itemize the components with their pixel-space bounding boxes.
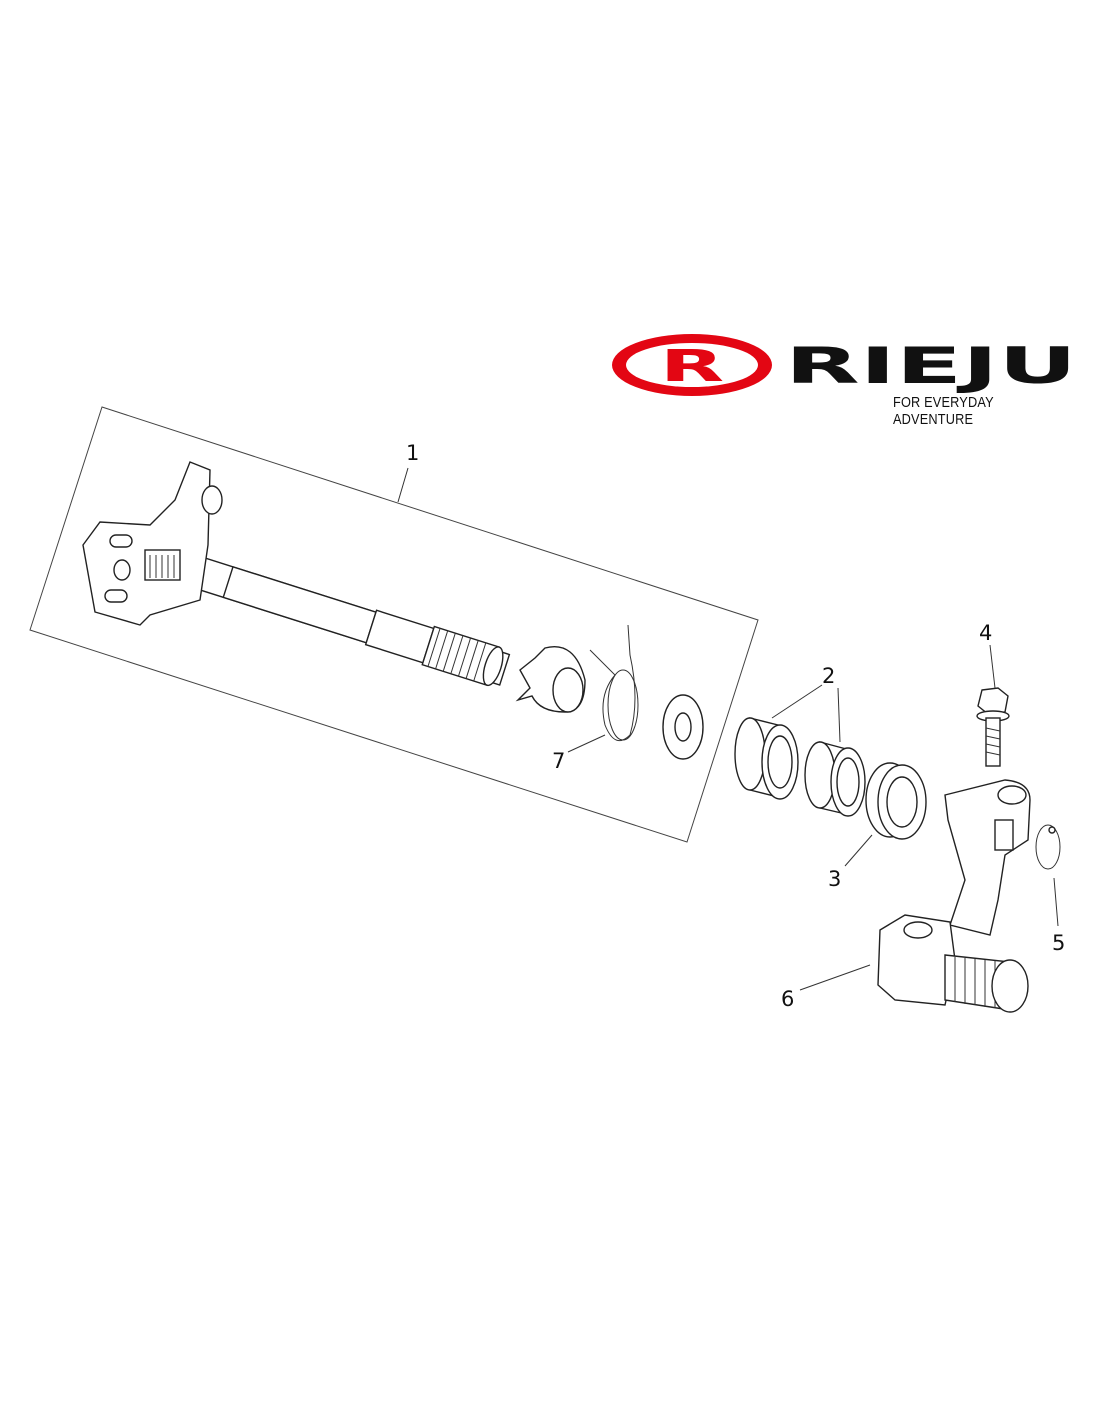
spring — [589, 624, 639, 742]
needle-bearing-a — [734, 717, 799, 800]
flange-bolt — [976, 687, 1010, 767]
washer — [662, 694, 704, 760]
callout-2: 2 — [822, 664, 835, 688]
callout-6: 6 — [781, 987, 794, 1011]
needle-bearing-b — [804, 741, 866, 817]
callout-1: 1 — [406, 441, 419, 465]
brand-tagline: FOR EVERYDAY ADVENTURE — [893, 394, 994, 428]
leader-lines — [397, 467, 1059, 991]
callout-4: 4 — [979, 621, 992, 645]
ratchet-collar — [515, 646, 586, 713]
kickstart-shaft — [184, 553, 511, 687]
oil-seal — [865, 762, 927, 840]
logo-wordmark: RIEJU — [785, 337, 1077, 395]
callout-5: 5 — [1052, 931, 1065, 955]
assembly-boundary — [29, 406, 759, 843]
logo-r: R — [660, 340, 724, 391]
rieju-logo: R RIEJU — [612, 334, 1077, 396]
callout-7: 7 — [552, 749, 565, 773]
ratchet-plate — [82, 461, 223, 626]
circlip — [1035, 824, 1061, 870]
kickstart-lever — [877, 779, 1031, 1013]
callout-3: 3 — [828, 867, 841, 891]
